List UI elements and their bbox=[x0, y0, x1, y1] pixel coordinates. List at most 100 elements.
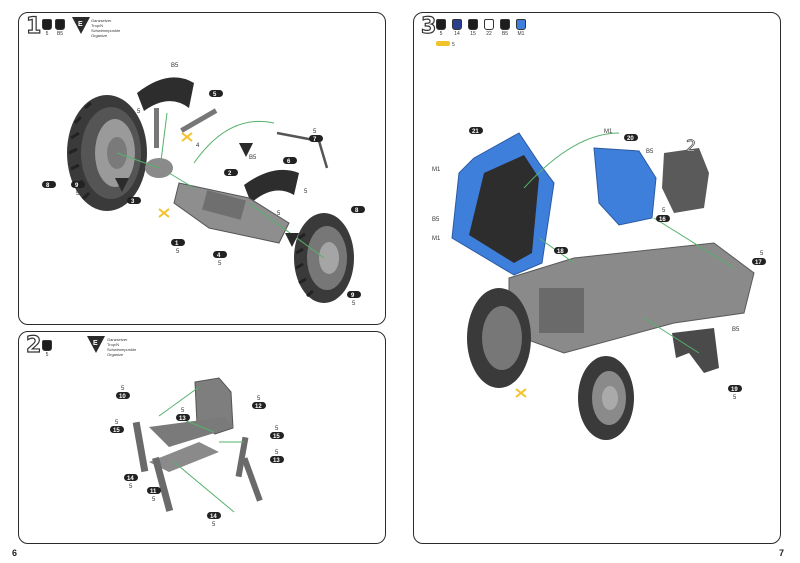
paint-pot-icon bbox=[452, 19, 462, 30]
paint-code: 5 bbox=[45, 352, 49, 358]
step-3-panel: 3 5 14 15 22 B5 M1 5 bbox=[413, 12, 781, 544]
svg-text:5: 5 bbox=[275, 426, 279, 432]
part-tag: 8 bbox=[42, 181, 56, 189]
svg-text:5: 5 bbox=[304, 189, 308, 195]
glue-legend: Ganzsetzer Trop/N Schwimmpunkte Organize bbox=[107, 337, 136, 357]
svg-text:5: 5 bbox=[313, 129, 317, 135]
part-tag: 5 bbox=[313, 129, 317, 135]
paint-pot: 5 bbox=[436, 19, 446, 37]
part-tag: 5 bbox=[121, 386, 125, 392]
svg-text:2: 2 bbox=[228, 171, 232, 177]
link-rod bbox=[132, 421, 149, 473]
part-tag: 15 bbox=[270, 432, 284, 440]
glue-legend-line: Organize bbox=[91, 33, 108, 38]
step-2-illustration: 5 10 5 13 5 12 5 15 5 15 5 13 14 5 11 5 … bbox=[110, 377, 284, 528]
svg-text:5: 5 bbox=[662, 208, 666, 214]
part-tag: 4 bbox=[213, 251, 227, 259]
tie-rod bbox=[317, 140, 329, 169]
glue-legend-line: Ganzsetzer bbox=[107, 337, 128, 342]
glue-legend-line: Organize bbox=[107, 352, 124, 357]
paint-pot-icon bbox=[55, 19, 65, 30]
glue-legend: Ganzsetzer Trop/N Schwimmpunkte Organize bbox=[91, 18, 120, 38]
svg-text:B5: B5 bbox=[646, 149, 654, 155]
paint-code: B5 bbox=[501, 31, 509, 37]
part-tag: 5 bbox=[733, 395, 737, 401]
page-number-left: 6 bbox=[12, 548, 18, 558]
step-number: 3 bbox=[420, 13, 437, 39]
svg-text:5: 5 bbox=[129, 484, 133, 490]
part-tag: 16 bbox=[656, 215, 670, 223]
svg-text:14: 14 bbox=[210, 514, 217, 520]
part-tag: B5 bbox=[171, 63, 179, 69]
link-rod bbox=[152, 456, 174, 512]
part-tag: 19 bbox=[728, 385, 742, 393]
part-tag: 9 bbox=[71, 181, 85, 189]
paint-code: M1 bbox=[517, 31, 525, 37]
part-tag: 21 bbox=[469, 127, 483, 135]
svg-text:5: 5 bbox=[218, 261, 222, 267]
svg-text:E: E bbox=[93, 340, 98, 347]
part-tag: M1 bbox=[604, 129, 613, 135]
step-1-panel: 1 5 B5 E Ganzsetzer Trop/N Schwimmpunkte… bbox=[18, 12, 386, 325]
paint-pot: B5 bbox=[500, 19, 510, 37]
cement-marker-icon bbox=[515, 388, 527, 398]
svg-text:5: 5 bbox=[152, 497, 156, 503]
axle-housing bbox=[202, 190, 246, 220]
svg-text:17: 17 bbox=[755, 260, 762, 266]
assembly-guides bbox=[158, 386, 244, 513]
paint-code: 5 bbox=[45, 31, 49, 37]
svg-text:5: 5 bbox=[352, 301, 356, 307]
svg-text:9: 9 bbox=[351, 293, 355, 299]
glue-legend-line: Trop/N bbox=[107, 342, 120, 347]
part-tag: 5 bbox=[115, 420, 119, 426]
part-tag: 1 bbox=[171, 239, 185, 247]
part-tag: 20 bbox=[624, 134, 638, 142]
glue-icon bbox=[285, 233, 299, 247]
part-tag: 5 bbox=[218, 261, 222, 267]
step-1-illustration: B5 5 5 4 5 7 B5 6 2 5 bbox=[42, 63, 365, 307]
paint-code: 15 bbox=[470, 31, 476, 37]
paint-pot: 15 bbox=[468, 19, 478, 37]
part-tag: 14 bbox=[207, 512, 221, 520]
svg-text:4: 4 bbox=[196, 143, 200, 149]
svg-text:B5: B5 bbox=[732, 327, 740, 333]
part-tag: 5 bbox=[137, 109, 141, 115]
part-tag: 5 bbox=[181, 408, 185, 414]
part-tag: 7 bbox=[309, 135, 323, 143]
part-tag: 2 bbox=[224, 169, 238, 177]
svg-text:15: 15 bbox=[113, 428, 120, 434]
svg-text:B5: B5 bbox=[171, 63, 179, 69]
svg-text:5: 5 bbox=[137, 109, 141, 115]
part-tag: 4 bbox=[196, 143, 200, 149]
assembly-guides bbox=[116, 112, 325, 259]
svg-text:14: 14 bbox=[127, 476, 134, 482]
link-rod bbox=[241, 457, 263, 502]
part-tag: B5 bbox=[249, 155, 257, 161]
paint-pot-icon bbox=[516, 19, 526, 30]
part-tag: 9 bbox=[347, 291, 361, 299]
strut-part bbox=[154, 108, 159, 148]
svg-text:19: 19 bbox=[731, 387, 738, 393]
svg-text:21: 21 bbox=[472, 129, 479, 135]
step-3-illustration: 21 M1 20 B5 M1 B5 M1 2 16 5 18 5 17 B5 1… bbox=[432, 127, 766, 440]
svg-text:M1: M1 bbox=[432, 167, 441, 173]
cab-interior bbox=[469, 155, 539, 263]
paint-pot: 5 bbox=[42, 340, 52, 358]
part-tag: 5 bbox=[209, 90, 223, 98]
paint-code: B5 bbox=[56, 31, 64, 37]
step-number: 2 bbox=[25, 332, 42, 358]
brush-icon bbox=[436, 41, 450, 46]
svg-text:5: 5 bbox=[115, 420, 119, 426]
paint-pot-icon bbox=[42, 340, 52, 351]
paint-pot: M1 bbox=[516, 19, 526, 37]
page-number-right: 7 bbox=[779, 548, 785, 558]
svg-text:11: 11 bbox=[150, 489, 157, 495]
paint-pot-icon bbox=[484, 19, 494, 30]
svg-text:5: 5 bbox=[275, 450, 279, 456]
svg-text:5: 5 bbox=[212, 522, 216, 528]
part-tag: 5 bbox=[275, 426, 279, 432]
svg-text:5: 5 bbox=[257, 396, 261, 402]
part-tag: 5 bbox=[662, 208, 666, 214]
part-tag: 5 bbox=[760, 251, 764, 257]
lift-arm bbox=[149, 442, 219, 472]
